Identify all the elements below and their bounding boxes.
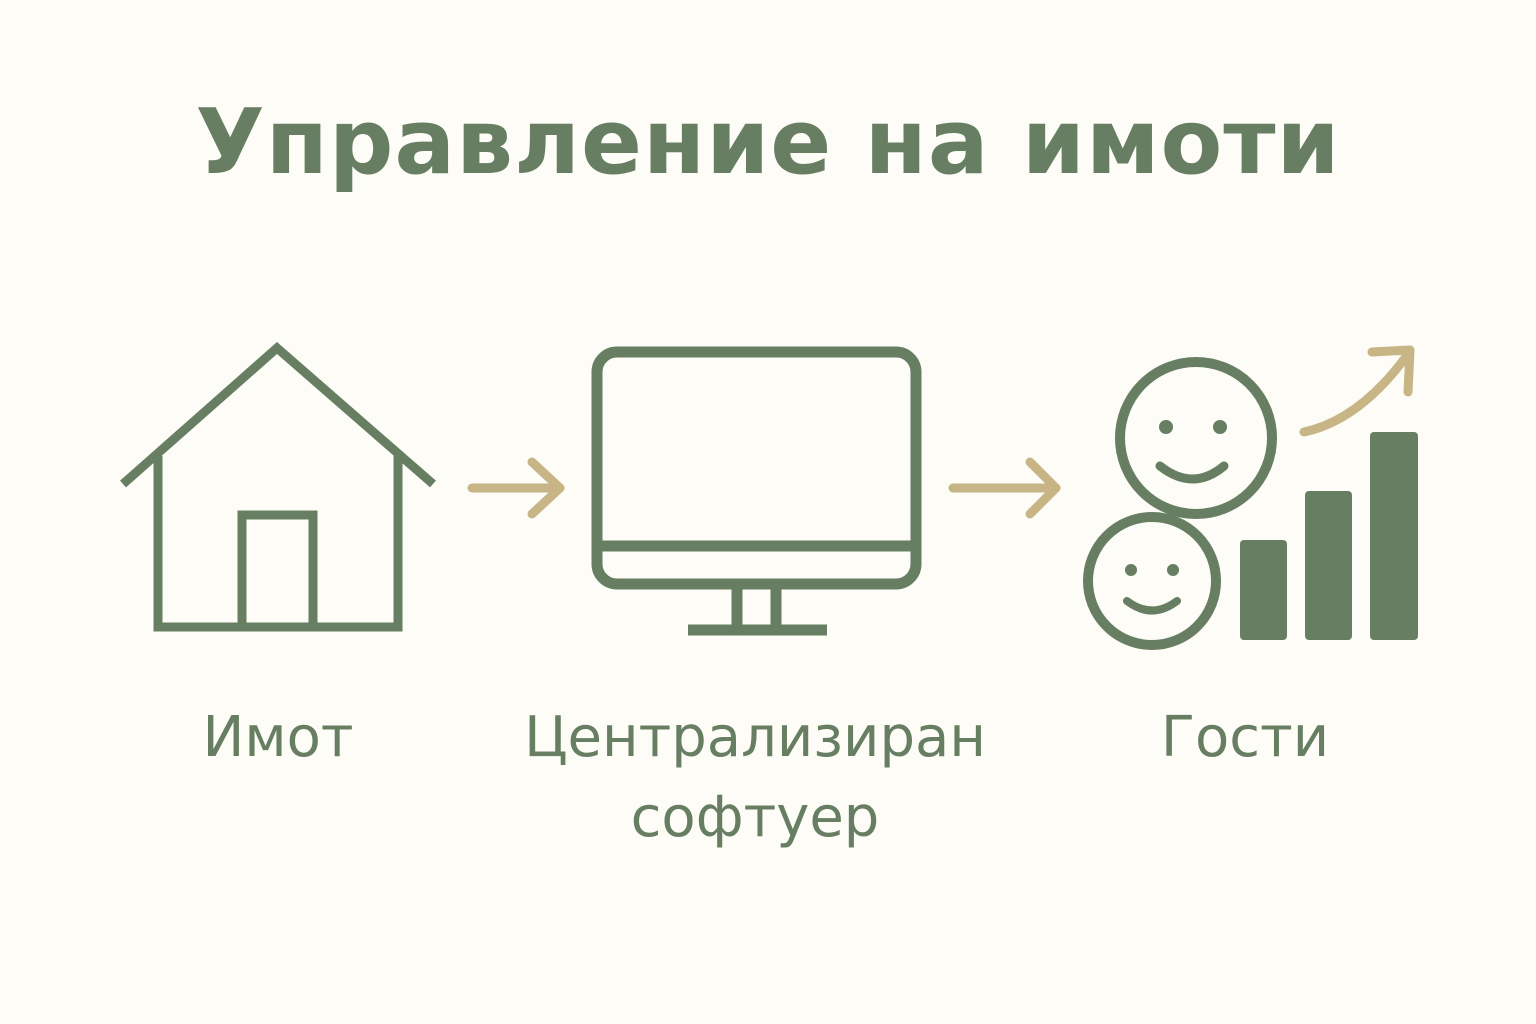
smiley-face-icon (1083, 512, 1221, 650)
step-label-guests-text: Гости (1160, 705, 1330, 770)
house-icon (120, 342, 436, 632)
monitor-icon (591, 346, 922, 636)
step-label-software: Централизиран софтуер (495, 698, 1015, 858)
arrow-right-icon (948, 457, 1061, 519)
growth-bars-icon (1240, 432, 1418, 640)
step-label-software-line2: софтуер (630, 785, 880, 850)
step-label-property: Имот (128, 698, 428, 778)
page-title: Управление на имоти (195, 90, 1341, 195)
trend-arrow-icon (1299, 345, 1415, 437)
arrow-right-icon (467, 457, 565, 519)
smiley-face-icon (1115, 357, 1277, 519)
step-label-property-text: Имот (202, 705, 354, 770)
happy-guests-growth-icon (1083, 345, 1418, 650)
step-label-software-line1: Централизиран (524, 705, 986, 770)
step-label-guests: Гости (1095, 698, 1395, 778)
